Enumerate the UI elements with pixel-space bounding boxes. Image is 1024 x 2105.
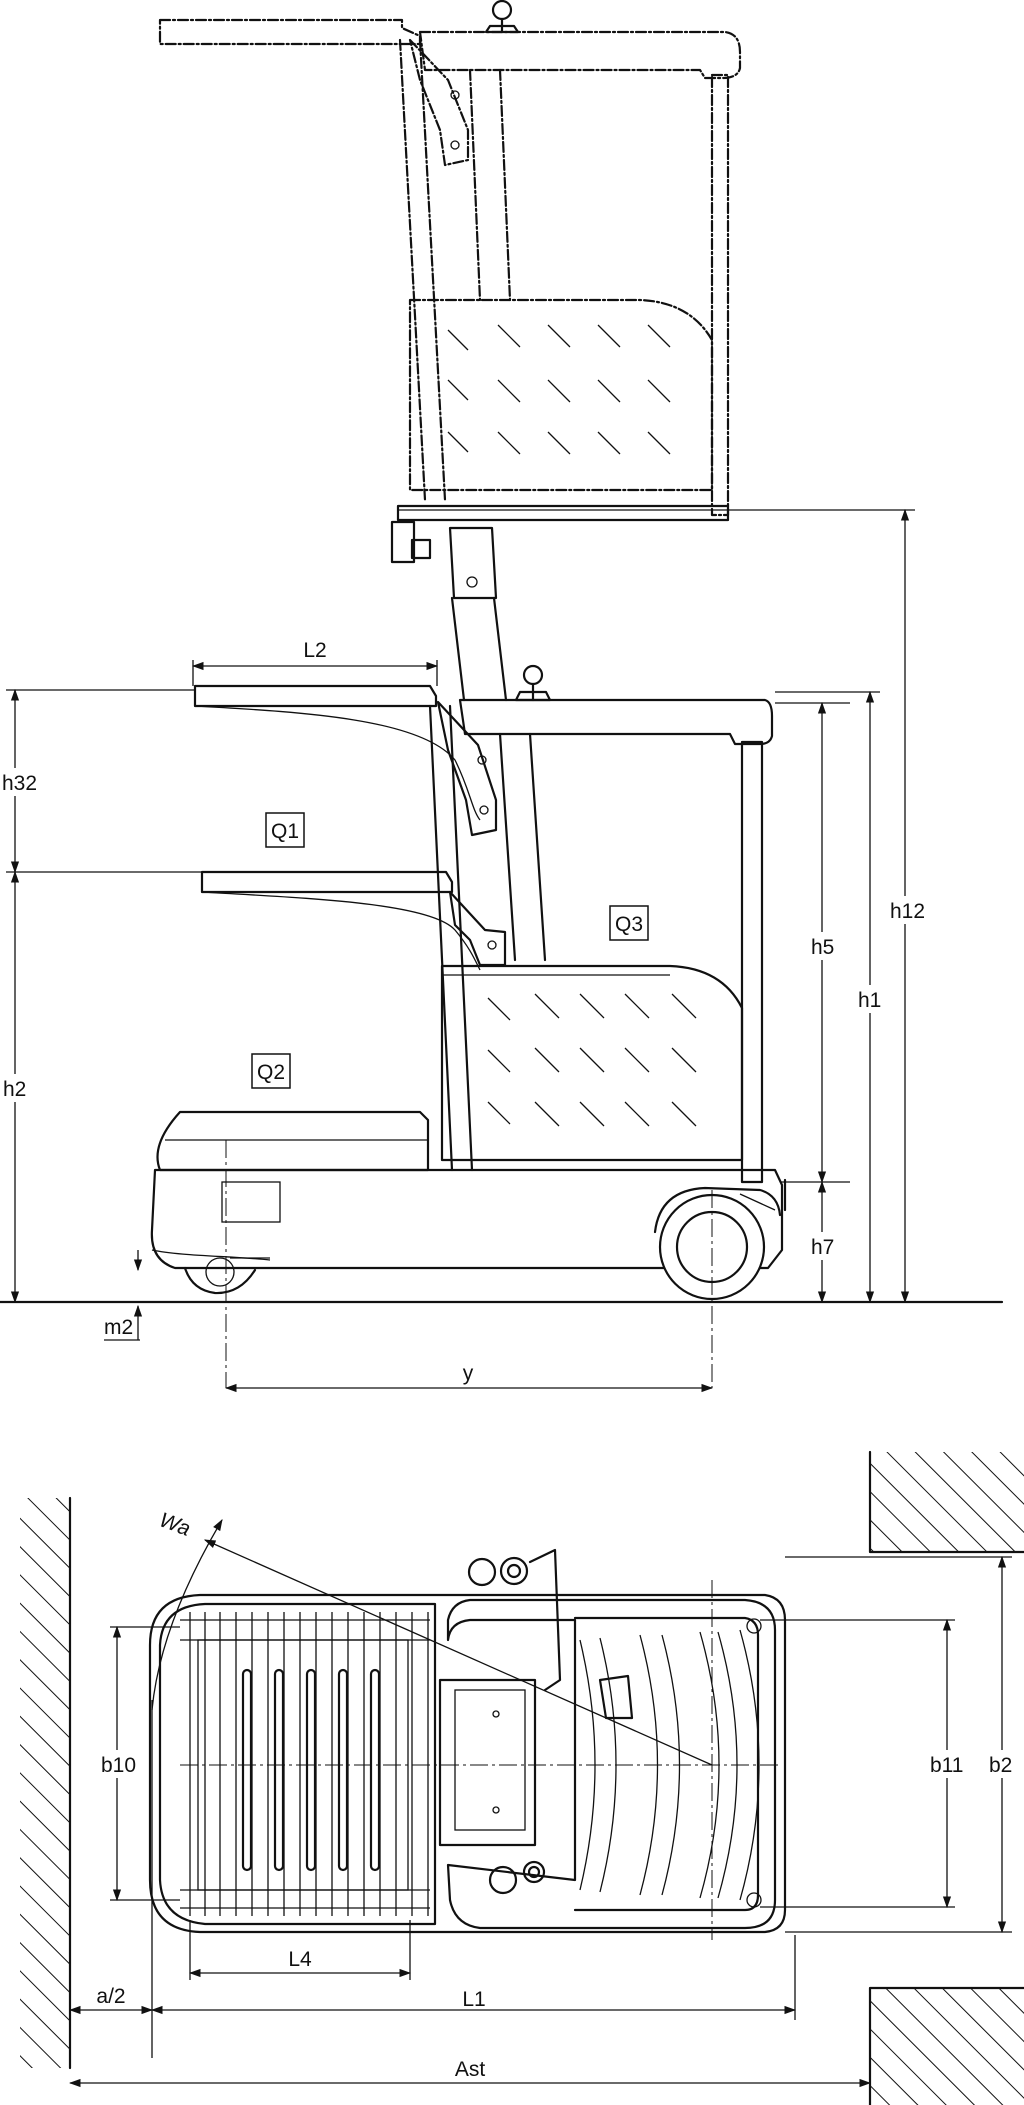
label-h32: h32 [2, 772, 37, 795]
label-h12: h12 [890, 900, 925, 923]
wall-bottom-right [870, 1988, 1024, 2105]
label-Ast: Ast [455, 2058, 486, 2081]
label-L2: L2 [303, 639, 326, 662]
label-h1: h1 [858, 989, 881, 1012]
label-a2: a/2 [96, 1985, 125, 2008]
raised-platform [158, 0, 750, 702]
top-view: Wa b10 b11 b2 L4 a/2 L1 Ast [20, 1450, 1024, 2105]
label-L4: L4 [288, 1948, 312, 1971]
label-h7: h7 [811, 1236, 834, 1259]
label-y: y [463, 1362, 474, 1385]
label-h2: h2 [3, 1078, 26, 1101]
label-Q1: Q1 [271, 820, 299, 843]
label-Q3: Q3 [615, 913, 643, 936]
wall-top-right [870, 1452, 1024, 1552]
label-h5: h5 [811, 936, 834, 959]
wall-left [20, 1498, 70, 2068]
basket-grid [180, 1612, 430, 1916]
label-L1: L1 [462, 1988, 485, 2011]
label-b11: b11 [930, 1754, 963, 1777]
label-b2: b2 [989, 1754, 1012, 1777]
label-m2: m2 [104, 1316, 133, 1339]
basket-bars [241, 1668, 381, 1872]
side-view: L2 h32 h2 Q1 Q2 Q3 h5 h1 h12 h7 m2 y [0, 0, 1004, 1393]
label-b10: b10 [101, 1754, 136, 1777]
label-Wa: Wa [156, 1508, 193, 1540]
vehicle-lowered [0, 664, 1004, 1388]
label-Q2: Q2 [257, 1061, 285, 1084]
